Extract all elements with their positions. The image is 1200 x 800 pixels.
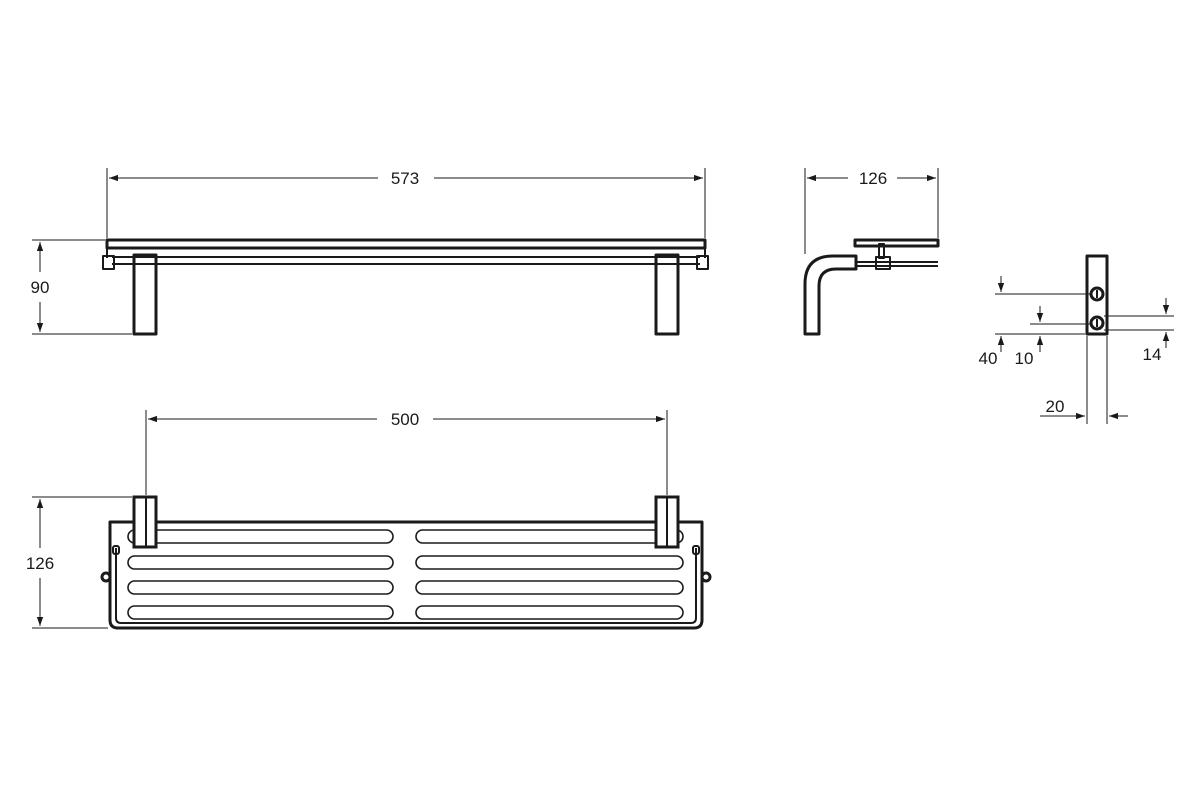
tray-slot — [415, 605, 684, 620]
front-endcap-left — [102, 255, 115, 270]
mount-detail: 40 10 14 20 — [979, 254, 1174, 424]
dim-mount-20: 20 — [1046, 397, 1065, 416]
front-bracket-left — [132, 253, 158, 336]
front-endcap-right — [696, 255, 709, 270]
side-view: 126 — [803, 168, 940, 336]
front-view: 573 90 — [31, 168, 709, 336]
top-tray-inner-rim — [115, 548, 697, 624]
dim-front-height: 90 — [31, 278, 50, 297]
tray-slot — [127, 580, 394, 595]
side-bracket — [803, 254, 858, 336]
top-knob-left — [100, 571, 112, 583]
tray-slot — [415, 580, 684, 595]
top-tray-outer — [108, 520, 704, 630]
dim-top-spacing: 500 — [391, 410, 419, 429]
front-shelf-plate — [105, 238, 707, 250]
tray-slot — [127, 605, 394, 620]
front-bracket-right — [654, 253, 680, 336]
side-shelf-plate — [853, 238, 940, 248]
top-view: 500 126 — [26, 410, 712, 630]
mount-screw-hole-lower — [1089, 315, 1105, 331]
tray-slot — [127, 529, 394, 544]
mount-screw-hole-upper — [1089, 286, 1105, 302]
mount-plate — [1085, 254, 1109, 336]
tray-slot — [127, 555, 394, 570]
dim-mount-10: 10 — [1015, 349, 1034, 368]
dim-side-depth: 126 — [859, 169, 887, 188]
dim-mount-14: 14 — [1143, 345, 1162, 364]
dim-front-width: 573 — [391, 169, 419, 188]
tray-slot — [415, 529, 684, 544]
top-knob-right — [700, 571, 712, 583]
side-clip — [875, 256, 891, 270]
tray-slot — [415, 555, 684, 570]
dim-top-depth: 126 — [26, 554, 54, 573]
dim-mount-40: 40 — [979, 349, 998, 368]
